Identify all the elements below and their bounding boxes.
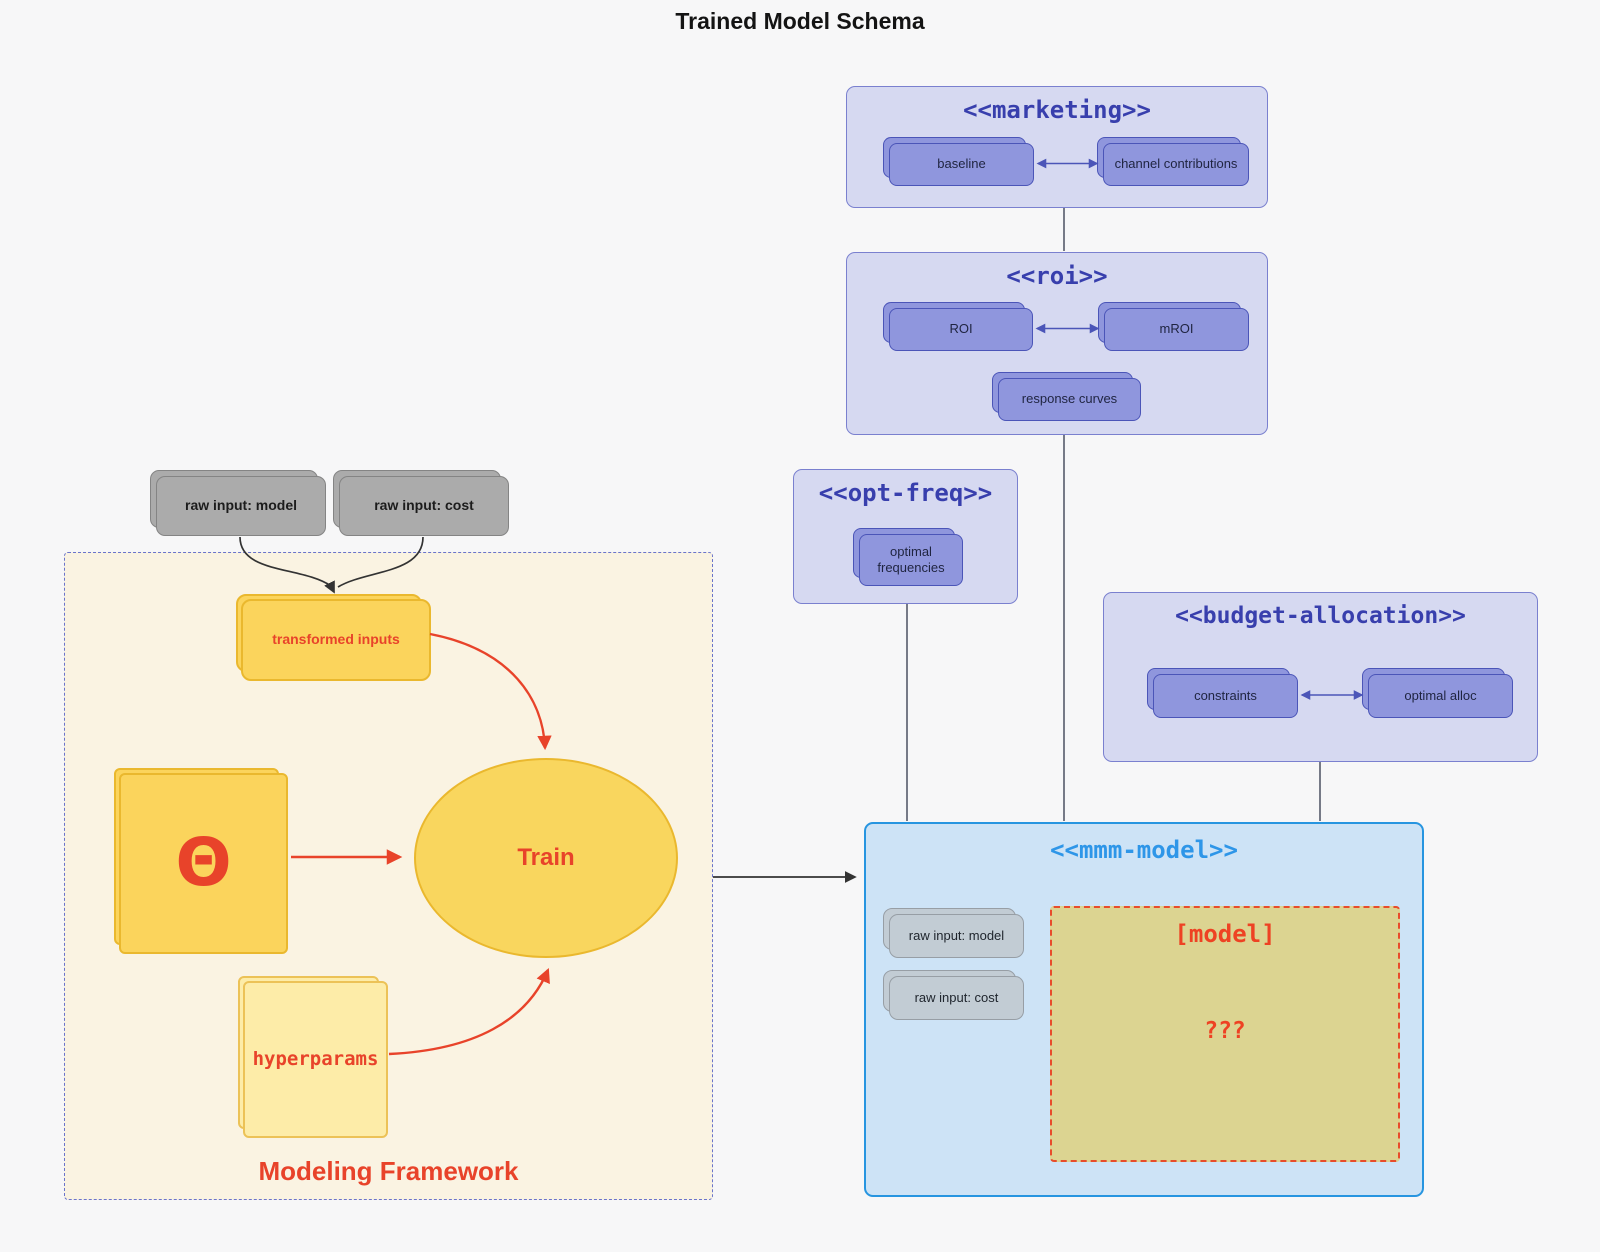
cluster-modeling-framework: Modeling Framework raw input: model raw … — [64, 476, 713, 1200]
node-train: Train — [414, 758, 678, 958]
node-raw-input-cost: raw input: cost — [339, 476, 509, 536]
node-optimal-alloc: optimal alloc — [1368, 674, 1513, 718]
page-title: Trained Model Schema — [675, 8, 925, 34]
cluster-marketing-title: <<marketing>> — [963, 96, 1151, 124]
cluster-mmm-model: <<mmm-model>> raw input: model raw input… — [864, 822, 1424, 1197]
cluster-roi-title: <<roi>> — [1006, 262, 1108, 290]
modeling-framework-label: Modeling Framework — [258, 1156, 519, 1186]
cluster-mmm-model-title: <<mmm-model>> — [1050, 836, 1238, 864]
cluster-roi: <<roi>> ROI mROI response curves — [846, 252, 1268, 435]
node-mmm-raw-input-cost: raw input: cost — [889, 976, 1024, 1020]
model-unknown-text: ??? — [1204, 1018, 1246, 1044]
cluster-budget-allocation-title: <<budget-allocation>> — [1175, 603, 1466, 629]
cluster-budget-allocation: <<budget-allocation>> constraints optima… — [1103, 592, 1538, 762]
node-roi: ROI — [889, 308, 1033, 351]
node-transformed-inputs: transformed inputs — [241, 599, 431, 681]
node-channel-contributions: channel contributions — [1103, 143, 1249, 186]
model-placeholder-label: [model] — [1174, 920, 1276, 948]
node-hyperparams: hyperparams — [243, 981, 388, 1138]
cluster-opt-freq-title: <<opt-freq>> — [818, 479, 993, 507]
cluster-opt-freq: <<opt-freq>> optimal frequencies — [793, 469, 1018, 604]
node-optimal-frequencies: optimal frequencies — [859, 534, 963, 586]
node-mmm-raw-input-model: raw input: model — [889, 914, 1024, 958]
node-response-curves: response curves — [998, 378, 1141, 421]
model-placeholder-box: [model] ??? — [1050, 906, 1400, 1162]
node-baseline: baseline — [889, 143, 1034, 186]
node-constraints: constraints — [1153, 674, 1298, 718]
node-theta: Θ — [119, 773, 288, 954]
cluster-marketing: <<marketing>> baseline channel contribut… — [846, 86, 1268, 208]
node-mroi: mROI — [1104, 308, 1249, 351]
node-raw-input-model: raw input: model — [156, 476, 326, 536]
